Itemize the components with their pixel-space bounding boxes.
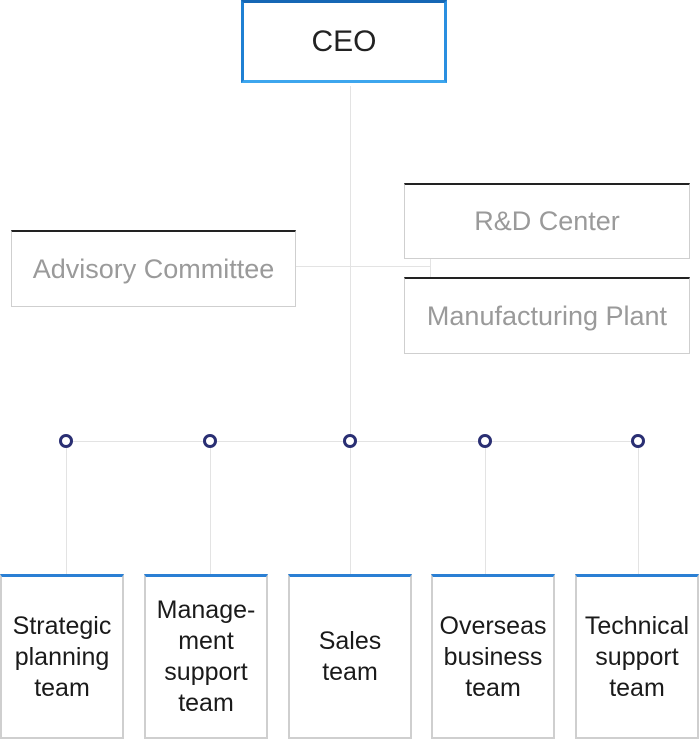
team-drop-line (638, 441, 639, 574)
team-box-sales: Sales team (288, 574, 412, 739)
connector-dot (343, 434, 357, 448)
connector-dot (203, 434, 217, 448)
team-label: Strategic planning team (12, 611, 112, 702)
trunk-line (350, 86, 351, 574)
team-label: Technical support team (584, 611, 690, 702)
connector-dot (631, 434, 645, 448)
rd-plant-connector-line (430, 258, 431, 277)
advisory-committee-box: Advisory Committee (11, 230, 296, 307)
connector-dot (59, 434, 73, 448)
team-drop-line (210, 441, 211, 574)
team-drop-line (485, 441, 486, 574)
team-label: Manage- ment support team (156, 596, 256, 717)
rd-center-label: R&D Center (474, 206, 620, 236)
ceo-label: CEO (311, 24, 377, 58)
team-box-management-support: Manage- ment support team (144, 574, 268, 739)
team-box-technical-support: Technical support team (575, 574, 699, 739)
connector-dot (478, 434, 492, 448)
advisory-branch-line (296, 266, 431, 267)
advisory-committee-label: Advisory Committee (32, 253, 275, 284)
team-drop-line (66, 441, 67, 574)
ceo-box: CEO (241, 0, 447, 83)
team-box-overseas-business: Overseas business team (431, 574, 555, 739)
team-label: Sales team (318, 627, 382, 686)
team-label: Overseas business team (439, 611, 547, 702)
manufacturing-plant-label: Manufacturing Plant (426, 300, 668, 331)
team-box-strategic-planning: Strategic planning team (0, 574, 124, 739)
manufacturing-plant-box: Manufacturing Plant (404, 277, 690, 354)
rd-center-box: R&D Center (404, 183, 690, 259)
